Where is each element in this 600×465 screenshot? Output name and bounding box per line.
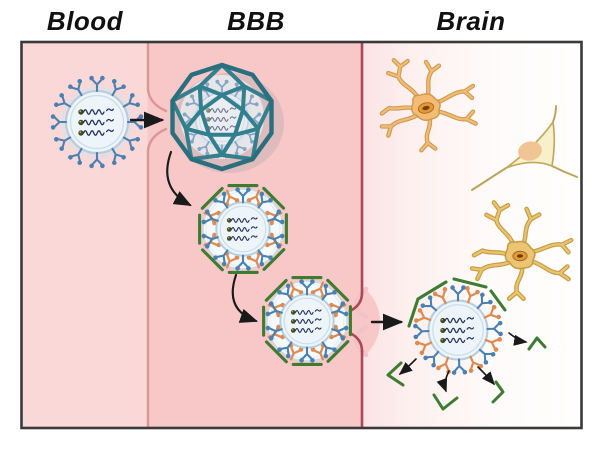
arrow-endocytosis (166, 150, 192, 207)
vesicle-crossing-membrane (264, 278, 351, 365)
astrocyte-1 (382, 60, 476, 150)
shed-coat-fragments (386, 336, 547, 411)
astrocyte-2 (469, 201, 578, 307)
coat-fragments-attached (407, 277, 507, 328)
clathrin-cage-lattice (170, 62, 274, 172)
coat-release-arrows (398, 332, 528, 393)
neuron (471, 105, 578, 191)
released-particle (407, 277, 507, 376)
region-label-brain: Brain (436, 6, 506, 36)
membrane-blood-bbb (146, 41, 168, 429)
clathrin-coated-vesicle (170, 62, 284, 173)
figure-frame (20, 40, 583, 430)
coated-endosome-vesicle (200, 186, 287, 273)
arrow-transcytosis (231, 273, 258, 323)
region-label-bbb: BBB (227, 6, 285, 36)
region-label-blood: Blood (46, 6, 124, 36)
